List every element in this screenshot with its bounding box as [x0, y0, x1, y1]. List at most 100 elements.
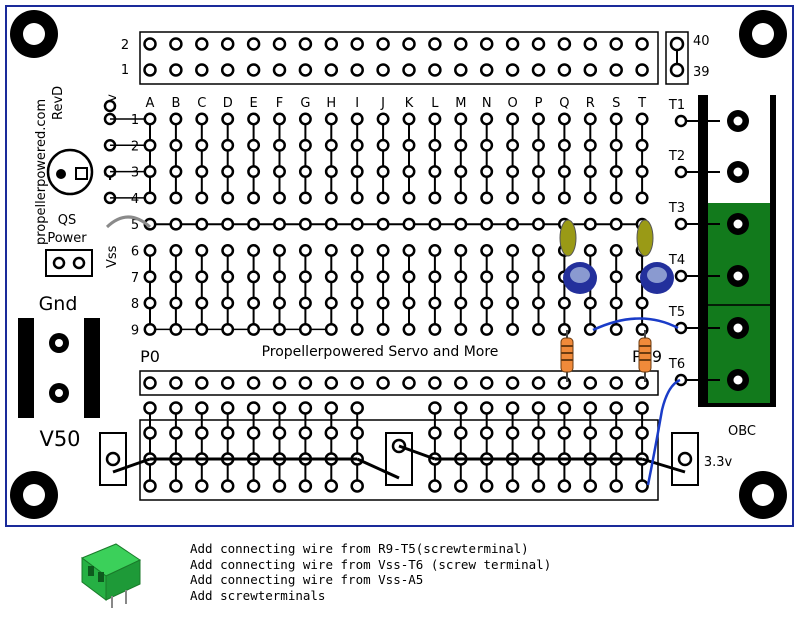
hole: [324, 217, 338, 231]
hole: [609, 426, 623, 440]
hole: [298, 37, 313, 51]
hole: [532, 244, 545, 257]
hole: [532, 217, 545, 231]
hole: [376, 112, 390, 126]
hole: [480, 296, 494, 310]
hole: [428, 296, 442, 310]
hole: [531, 401, 546, 415]
hole: [350, 112, 364, 126]
hole: [376, 165, 390, 179]
hole: [376, 217, 390, 231]
hole: [635, 63, 649, 77]
hole: [479, 376, 494, 390]
column-label: B: [171, 96, 180, 111]
hole: [505, 401, 520, 415]
hole: [195, 376, 209, 390]
header-row-label-2: 2: [121, 38, 129, 53]
bus-link: [356, 457, 400, 480]
hole: [169, 63, 183, 77]
hole: [531, 37, 546, 51]
hole: [247, 138, 261, 152]
hole: [247, 191, 261, 205]
hole: [195, 37, 209, 51]
hole: [376, 376, 390, 390]
hole: [143, 322, 157, 336]
row-label: 1: [131, 113, 139, 128]
hole: [298, 296, 312, 310]
row-label: 5: [131, 218, 139, 233]
hole: [350, 63, 364, 77]
p-header-frame: [139, 370, 659, 396]
rail-vss-label: Vss: [105, 245, 120, 268]
hole: [674, 217, 688, 231]
hole: [428, 191, 442, 205]
hole: [298, 270, 312, 284]
hole: [246, 63, 261, 77]
v50-label: V50: [39, 427, 80, 451]
hole: [169, 37, 183, 51]
hole: [247, 322, 261, 336]
hole: [480, 270, 494, 284]
top-header-pins: [143, 37, 649, 77]
hole: [195, 191, 209, 205]
hole: [324, 426, 339, 440]
hole: [169, 191, 183, 205]
hole: [609, 244, 623, 257]
hole: [143, 479, 157, 493]
hole: [506, 191, 520, 205]
capacitor-t: [636, 219, 674, 294]
screw-slot: [733, 375, 743, 385]
hole: [298, 244, 312, 257]
hole: [609, 270, 623, 284]
column-label: E: [249, 96, 257, 111]
hole: [480, 112, 494, 126]
hole: [350, 191, 364, 205]
resistor-t: [638, 330, 652, 382]
row-label: 3: [131, 166, 139, 181]
hole: [350, 322, 364, 336]
hole: [583, 376, 598, 390]
hole: [609, 112, 623, 126]
hole: [195, 217, 209, 231]
hole: [506, 138, 520, 152]
hole: [272, 479, 287, 493]
wire-r9-t5: [592, 317, 679, 332]
note-item: Add connecting wire from Vss-A5: [190, 572, 424, 587]
right-bus-pad: [671, 432, 699, 486]
hole: [635, 426, 649, 440]
hole: [505, 37, 520, 51]
hole: [169, 401, 183, 415]
hole: [609, 63, 623, 77]
hole: [635, 112, 649, 126]
hole: [583, 63, 598, 77]
hole: [531, 63, 546, 77]
hole: [506, 112, 520, 126]
bus-link: [398, 444, 436, 461]
hole: [635, 401, 649, 415]
column-label: D: [223, 96, 233, 111]
hole: [609, 191, 623, 205]
hole: [143, 112, 157, 126]
hole: [169, 165, 183, 179]
hole: [195, 479, 209, 493]
hole: [609, 296, 623, 310]
hole: [506, 296, 520, 310]
hole: [247, 244, 261, 257]
hole: [506, 270, 520, 284]
hole: [221, 165, 235, 179]
hole: [532, 322, 545, 336]
hole: [402, 296, 416, 310]
hole: [583, 244, 597, 257]
hole: [221, 270, 235, 284]
hole: [532, 112, 545, 126]
column-label: I: [355, 96, 359, 111]
hole: [505, 479, 520, 493]
hole: [324, 244, 338, 257]
bus-link: [112, 457, 151, 474]
hole: [195, 401, 209, 415]
hole: [221, 244, 235, 257]
hole: [557, 479, 572, 493]
hole: [272, 401, 287, 415]
